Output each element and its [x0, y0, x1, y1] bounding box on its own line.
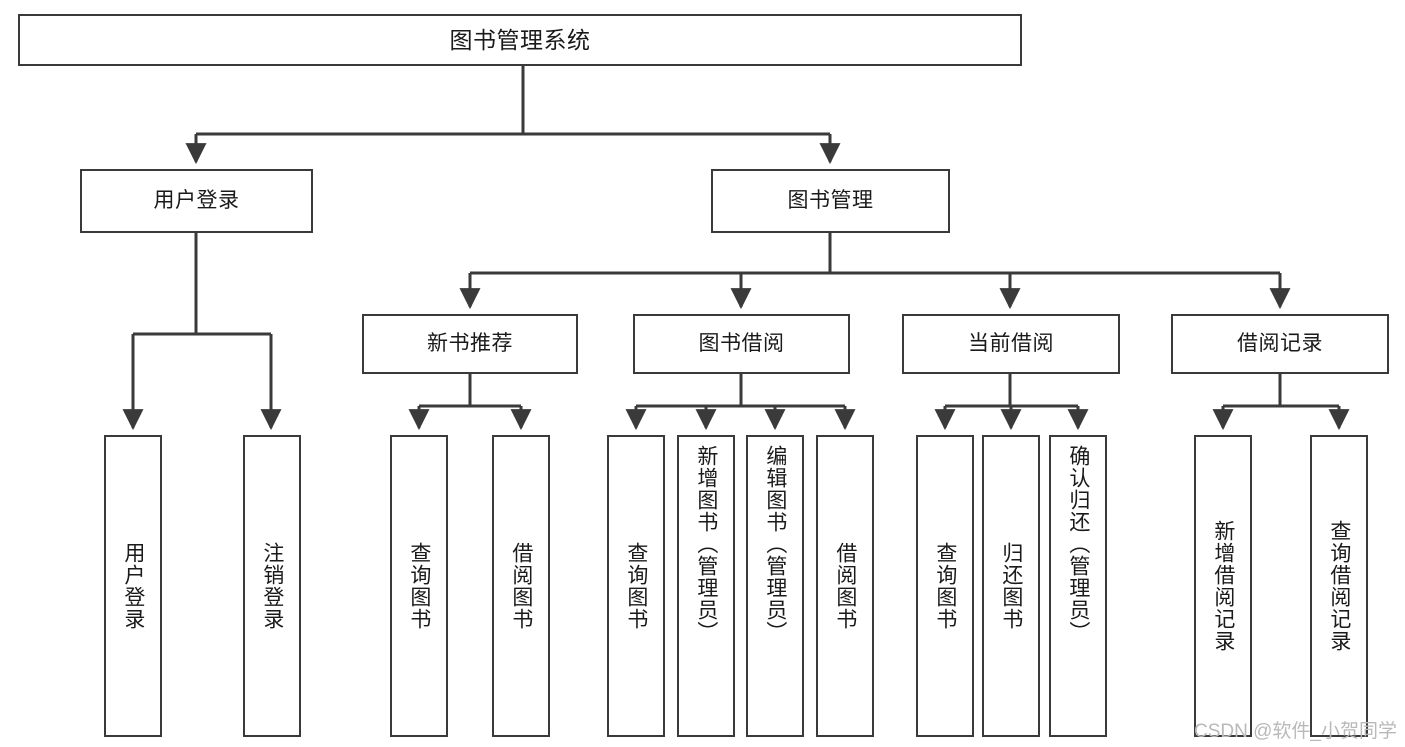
node-leaf-edit-book[interactable]: 编辑图书（管理员） [746, 435, 804, 737]
node-leaf-user-login[interactable]: 用户登录 [104, 435, 162, 737]
node-leaf-query-book-2-label: 查询图书 [624, 542, 648, 630]
node-new-book-rec-label: 新书推荐 [427, 331, 513, 355]
node-root[interactable]: 图书管理系统 [18, 14, 1022, 66]
node-root-label: 图书管理系统 [449, 26, 591, 53]
node-leaf-query-book-2[interactable]: 查询图书 [607, 435, 665, 737]
node-leaf-confirm-return-label: 确认归还（管理员） [1066, 445, 1090, 643]
node-leaf-query-book-1-label: 查询图书 [407, 542, 431, 630]
node-book-manage[interactable]: 图书管理 [711, 169, 950, 233]
node-book-borrow-label: 图书借阅 [698, 331, 785, 355]
node-leaf-borrow-book-2-label: 借阅图书 [833, 542, 857, 630]
node-leaf-logout[interactable]: 注销登录 [243, 435, 301, 737]
node-leaf-edit-book-label: 编辑图书（管理员） [763, 445, 787, 643]
node-leaf-query-book-3-label: 查询图书 [933, 542, 957, 630]
node-leaf-add-book-label: 新增图书（管理员） [694, 445, 718, 643]
node-leaf-query-book-3[interactable]: 查询图书 [916, 435, 974, 737]
node-book-borrow[interactable]: 图书借阅 [633, 314, 850, 374]
node-leaf-query-book-1[interactable]: 查询图书 [390, 435, 448, 737]
node-leaf-return-book-label: 归还图书 [999, 542, 1023, 630]
node-current-borrow-label: 当前借阅 [968, 331, 1054, 355]
node-leaf-user-login-label: 用户登录 [121, 542, 145, 630]
node-leaf-query-record-label: 查询借阅记录 [1327, 520, 1351, 652]
node-leaf-return-book[interactable]: 归还图书 [982, 435, 1040, 737]
node-leaf-borrow-book-1[interactable]: 借阅图书 [492, 435, 550, 737]
node-book-manage-label: 图书管理 [787, 188, 874, 212]
node-leaf-confirm-return[interactable]: 确认归还（管理员） [1049, 435, 1107, 737]
node-leaf-add-record[interactable]: 新增借阅记录 [1194, 435, 1252, 737]
node-current-borrow[interactable]: 当前借阅 [902, 314, 1120, 374]
node-leaf-borrow-book-2[interactable]: 借阅图书 [816, 435, 874, 737]
node-leaf-logout-label: 注销登录 [260, 542, 284, 630]
node-borrow-record-label: 借阅记录 [1237, 331, 1323, 355]
node-leaf-query-record[interactable]: 查询借阅记录 [1310, 435, 1368, 737]
node-user-login[interactable]: 用户登录 [80, 169, 313, 233]
node-leaf-add-record-label: 新增借阅记录 [1211, 520, 1235, 652]
node-user-login-label: 用户登录 [153, 188, 240, 212]
node-leaf-add-book[interactable]: 新增图书（管理员） [677, 435, 735, 737]
node-leaf-borrow-book-1-label: 借阅图书 [509, 542, 533, 630]
node-new-book-rec[interactable]: 新书推荐 [362, 314, 578, 374]
node-borrow-record[interactable]: 借阅记录 [1171, 314, 1389, 374]
